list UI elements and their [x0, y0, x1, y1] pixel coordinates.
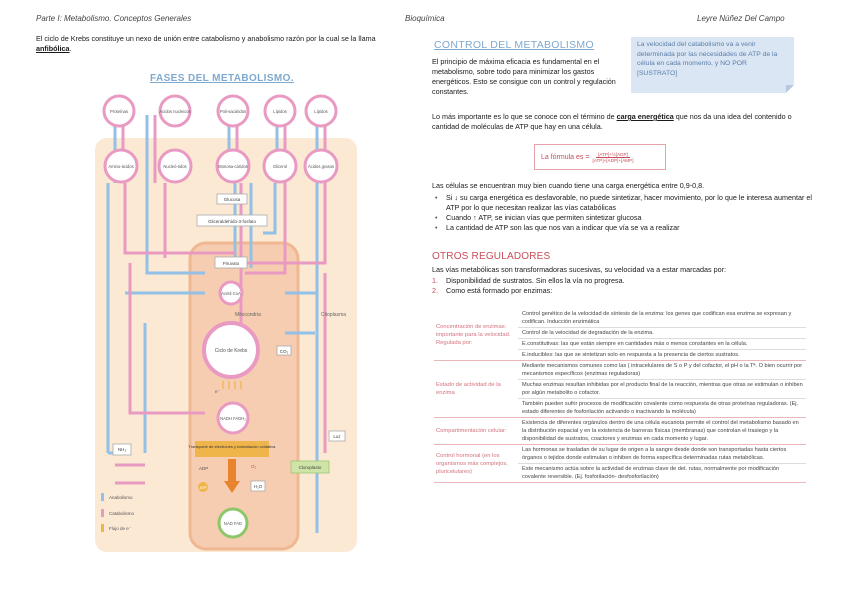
label-e-minus: e⁻	[215, 389, 221, 394]
box-h2o: H₂O	[254, 484, 263, 489]
table-cell: Muchas enzimas resultan inhibidas por el…	[518, 380, 806, 399]
table-row: Control hormonal (en los organismos más …	[434, 445, 806, 464]
table-cell: E.constitutivas: las que están siempre e…	[518, 339, 806, 350]
node-polisacaridos: Poli-sacáridos	[220, 109, 246, 114]
formula-denominator: [ATP]+[ADP]+[AMP]	[592, 158, 633, 163]
diagram-svg: Proteínas Ácidos nucleicos Poli-sacárido…	[85, 73, 359, 553]
row-label: Control hormonal (en los organismos más …	[434, 445, 518, 483]
label-citoplasma: Citoplasma	[321, 312, 346, 318]
bullet-list: Si ↓ su carga energética es desfavorable…	[432, 193, 812, 233]
table-cell: Mediante mecanismos comunes como las ( i…	[518, 361, 806, 380]
node-nucleotidos: Nucleó-tidos	[163, 164, 186, 169]
node-lipidos-1: Lípidos	[273, 109, 287, 114]
list-item: La cantidad de ATP son las que nos van a…	[432, 223, 812, 233]
header-author: Leyre Núñez Del Campo	[697, 14, 785, 23]
carga-energetica-term: carga energética	[617, 112, 674, 121]
legend-anabolismo: Anabolismo	[109, 495, 133, 500]
control-paragraph-3: Las células se encuentran muy bien cuand…	[432, 181, 812, 191]
row-label: Compartimentación celular:	[434, 418, 518, 445]
node-acidos-grasos: Ácidos grasos	[308, 164, 334, 169]
table-cell: Control de la velocidad de degradación d…	[518, 328, 806, 339]
label-o2: O₂	[251, 464, 257, 469]
metabolism-diagram: FASES DEL METABOLISMO.	[85, 73, 359, 553]
box-glucosa: Glucosa	[224, 197, 241, 202]
intro-paragraph: El ciclo de Krebs constituye un nexo de …	[36, 34, 402, 54]
node-proteinas: Proteínas	[110, 109, 128, 114]
numbered-list: 1.Disponibilidad de sustratos. Sin ellos…	[432, 276, 625, 296]
intro-bold-term: anfibólica	[36, 44, 70, 53]
table-cell: Existencia de diferentes orgánulos dentr…	[518, 418, 806, 445]
node-acetil-coa: Acetil CoA	[221, 291, 241, 296]
row-label: Concentración de enzimas: importante par…	[434, 309, 518, 361]
otros-heading: OTROS REGULADORES	[432, 251, 550, 262]
table-cell: También pueden sufrir procesos de modifi…	[518, 399, 806, 418]
node-atp: ATP	[199, 486, 207, 490]
top-node-group: Proteínas Ácidos nucleicos Poli-sacárido…	[104, 96, 336, 126]
table-cell: Este mecanismo actúa sobre la actividad …	[518, 464, 806, 483]
node-lipidos-2: Lípidos	[314, 109, 328, 114]
box-co2: CO₂	[280, 349, 289, 354]
formula-fraction: [ATP]+½[ADP] [ATP]+[ADP]+[AMP]	[592, 152, 633, 163]
table-row: Concentración de enzimas: importante par…	[434, 309, 806, 328]
list-item: Si ↓ su carga energética es desfavorable…	[432, 193, 812, 213]
control-paragraph-1: El principio de máxima eficacia es funda…	[432, 57, 628, 97]
node-nad-fad: NAD FAD	[224, 521, 242, 526]
mitochondria-panel	[190, 243, 298, 549]
node-nadh: NADH FADH₂	[220, 416, 246, 421]
node-monosacaridos: Monosa-cáridos	[218, 164, 248, 169]
otros-intro: Las vías metabólicas son transformadoras…	[432, 265, 812, 275]
control-heading: CONTROL DEL METABOLISMO	[434, 39, 594, 51]
label-mitocondria: Mitocondria	[235, 312, 261, 318]
label-adp: ADP	[199, 466, 208, 471]
header-subject: Bioquímica	[405, 14, 445, 23]
box-piruvato: Piruvato	[223, 261, 240, 266]
node-aminoacidos: Amino-ácidos	[108, 164, 133, 169]
sticky-note: La velocidad del catabolismo va a venir …	[631, 37, 794, 93]
diagram-title: FASES DEL METABOLISMO.	[85, 73, 359, 84]
regulators-table: Concentración de enzimas: importante par…	[434, 309, 806, 483]
table-cell: E.inducibles: las que se sintetizan solo…	[518, 350, 806, 361]
box-transport: Transporte de electrones y fosforilación…	[189, 444, 277, 449]
legend-catabolismo: Catabolismo	[109, 511, 135, 516]
node-acidos-nucleicos: Ácidos nucleicos	[159, 109, 190, 114]
box-luz: Luz	[333, 434, 341, 439]
header-section-title: Parte I: Metabolismo. Conceptos Generale…	[36, 14, 191, 23]
formula-box: La fórmula es = [ATP]+½[ADP] [ATP]+[ADP]…	[534, 144, 666, 170]
node-ciclo-krebs: Ciclo de Krebs	[215, 348, 248, 354]
box-nh3: NH₃	[118, 447, 126, 452]
control-paragraph-2: Lo más importante es lo que se conoce co…	[432, 112, 804, 132]
table-cell: Las hormonas se trasladan de su lugar de…	[518, 445, 806, 464]
box-g3p: Gliceraldehído-3-fosfato	[208, 219, 257, 224]
table-row: Compartimentación celular: Existencia de…	[434, 418, 806, 445]
table-cell: Control genético de la velocidad de sínt…	[518, 309, 806, 328]
list-item: Cuando ↑ ATP, se inician vías que permit…	[432, 213, 812, 223]
list-item: 2.Como está formado por enzimas:	[432, 286, 625, 296]
legend-flujo-e: Flujo de e⁻	[109, 526, 132, 531]
table-row: Estado de actividad de la enzima Mediant…	[434, 361, 806, 380]
node-glicerol: Glicerol	[273, 164, 287, 169]
list-item: 1.Disponibilidad de sustratos. Sin ellos…	[432, 276, 625, 286]
row-label: Estado de actividad de la enzima	[434, 361, 518, 418]
box-cloroplasto: Cloroplasto	[299, 465, 322, 470]
formula-label: La fórmula es =	[541, 154, 589, 161]
intro-text: El ciclo de Krebs constituye un nexo de …	[36, 34, 376, 43]
